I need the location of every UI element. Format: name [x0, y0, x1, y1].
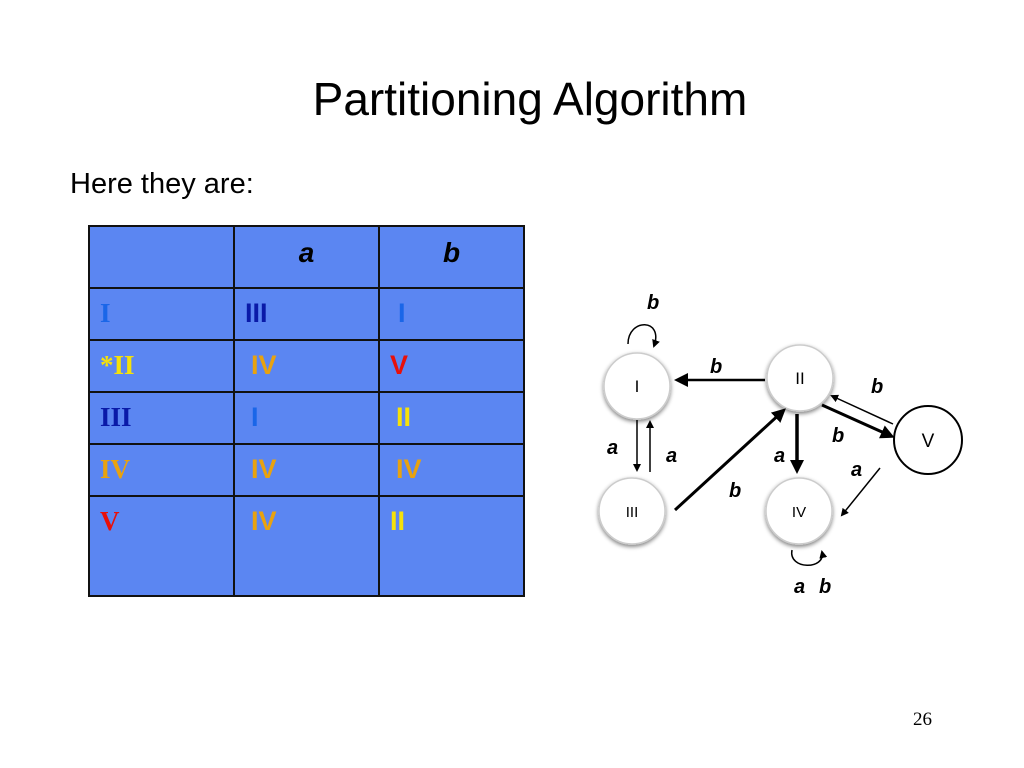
table-header-a: a — [233, 225, 380, 289]
cell-b: IV — [396, 454, 422, 484]
cell-b: V — [390, 350, 409, 380]
cell-b: II — [390, 506, 406, 536]
row-state: I — [100, 298, 111, 328]
node-V: V — [893, 405, 963, 475]
edge-V-to-II — [830, 394, 894, 425]
edge-II-to-V — [821, 403, 895, 439]
edge-label-V-to-II: b — [871, 376, 883, 398]
cell-a: IV — [251, 506, 277, 536]
cell-a: IV — [251, 454, 277, 484]
row-state: V — [100, 506, 120, 536]
edge-label-IV-self-a: a — [794, 576, 805, 598]
cell-a: I — [251, 402, 259, 432]
edge-label-IV-self-b: b — [819, 576, 831, 598]
node-I: I — [603, 352, 671, 420]
node-label-I: I — [635, 377, 640, 396]
edge-I-self-loop — [627, 324, 660, 348]
node-II: II — [766, 344, 834, 412]
row-state: *II — [100, 350, 135, 380]
table-header-b: b — [378, 225, 525, 289]
row-state: IV — [100, 454, 131, 484]
node-label-V: V — [922, 431, 935, 452]
cell-a: IV — [251, 350, 277, 380]
transition-table: a b I III I *II IV V III I II IV IV IV V… — [88, 225, 525, 597]
row-state: III — [100, 402, 132, 432]
edge-IV-self-loop — [791, 549, 828, 566]
edge-label-II-to-IV: a — [774, 445, 785, 467]
edge-label-III-to-II: b — [729, 480, 741, 502]
node-label-II: II — [795, 369, 804, 388]
node-IV: IV — [765, 477, 833, 545]
edge-label-III-to-I: a — [666, 445, 677, 467]
slide-title: Partitioning Algorithm — [312, 73, 748, 125]
edge-label-II-to-V: b — [832, 425, 844, 447]
edge-label-V-to-IV: a — [851, 459, 862, 481]
page-number: 26 — [913, 709, 932, 730]
cell-b: I — [398, 298, 406, 328]
edge-label-II-to-I: b — [710, 356, 722, 378]
slide-subtitle: Here they are: — [70, 168, 254, 200]
edge-label-I-to-III: a — [607, 437, 618, 459]
table-header-row: a b — [88, 225, 525, 289]
table-row: III I II — [88, 391, 525, 445]
table-row: I III I — [88, 287, 525, 341]
node-III: III — [598, 477, 666, 545]
table-row: *II IV V — [88, 339, 525, 393]
cell-a: III — [245, 298, 268, 328]
table-header-state — [88, 225, 235, 289]
node-label-IV: IV — [792, 504, 806, 521]
table-row: IV IV IV — [88, 443, 525, 497]
edge-III-to-II — [673, 408, 786, 512]
node-label-III: III — [626, 504, 639, 521]
edge-V-to-IV — [840, 467, 881, 517]
cell-b: II — [396, 402, 412, 432]
table-row: V IV II — [88, 495, 525, 597]
edge-label-I-self: b — [647, 292, 659, 314]
